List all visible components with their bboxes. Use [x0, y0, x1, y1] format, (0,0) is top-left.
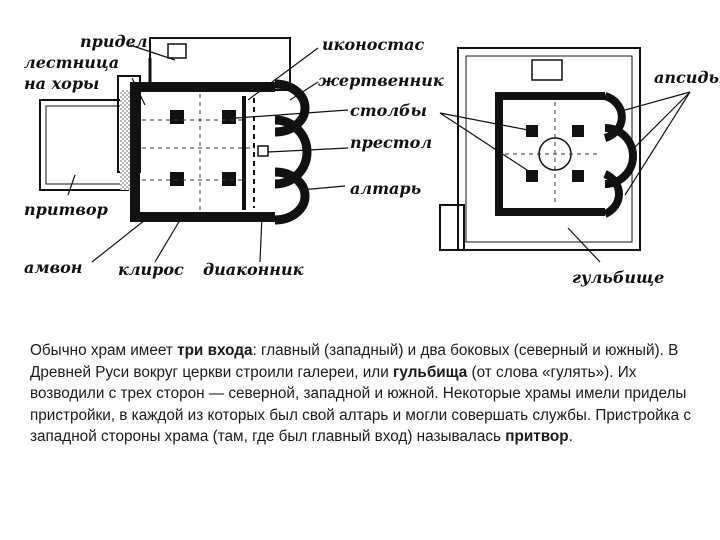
- caption-text-1: Обычно храм имеет: [30, 342, 178, 359]
- gulbische-gallery: [457, 47, 641, 251]
- label-stairs-line2: на хоры: [24, 74, 99, 93]
- apse-center: [274, 115, 312, 189]
- label-altar: алтарь: [350, 179, 421, 198]
- label-apsidy: апсиды: [654, 68, 720, 87]
- apse-south: [274, 167, 310, 225]
- caption-text-4: .: [568, 428, 573, 446]
- caption-text-3: (от слова «гулять»). Их возводили с трех…: [30, 363, 692, 446]
- prestol-altar-table: [257, 145, 269, 157]
- church-plans-svg: придел лестница на хоры притвор амвон кл…: [24, 32, 720, 287]
- left-callout-lines: [67, 44, 349, 263]
- label-ikonostas: иконостас: [322, 35, 425, 54]
- label-pridel: придел: [80, 32, 147, 51]
- caption-text-2: : главный (западный) и два боковых (севе…: [30, 342, 679, 381]
- label-kliros: клирос: [118, 260, 184, 279]
- label-ambon: амвон: [24, 258, 82, 277]
- label-stairs-line1: лестница: [24, 53, 119, 72]
- right-apse-north: [603, 92, 626, 142]
- caption-bold-three-entrances: три входа: [177, 342, 253, 359]
- caption-bold-pritvor: притвор: [505, 428, 569, 446]
- right-church-plan: [439, 47, 691, 263]
- caption-paragraph: Обычно храм имеет три входа: главный (за…: [30, 340, 695, 448]
- pritvor-narthex: [39, 99, 129, 191]
- caption-bold-gulbischa: гульбища: [393, 363, 468, 381]
- pillars-left: [170, 110, 236, 186]
- pillars-right: [526, 125, 584, 182]
- right-callout-lines: [439, 91, 691, 263]
- left-church-plan: [39, 37, 349, 263]
- apse-north: [274, 79, 310, 137]
- label-gulbische: гульбище: [572, 268, 664, 287]
- label-diakonnik: диаконник: [203, 260, 304, 279]
- label-pritvor: притвор: [24, 200, 108, 219]
- label-prestol: престол: [350, 133, 432, 152]
- label-zhertvennik: жертвенник: [318, 71, 444, 90]
- label-stolby: столбы: [350, 101, 427, 120]
- right-apse-south: [603, 170, 623, 218]
